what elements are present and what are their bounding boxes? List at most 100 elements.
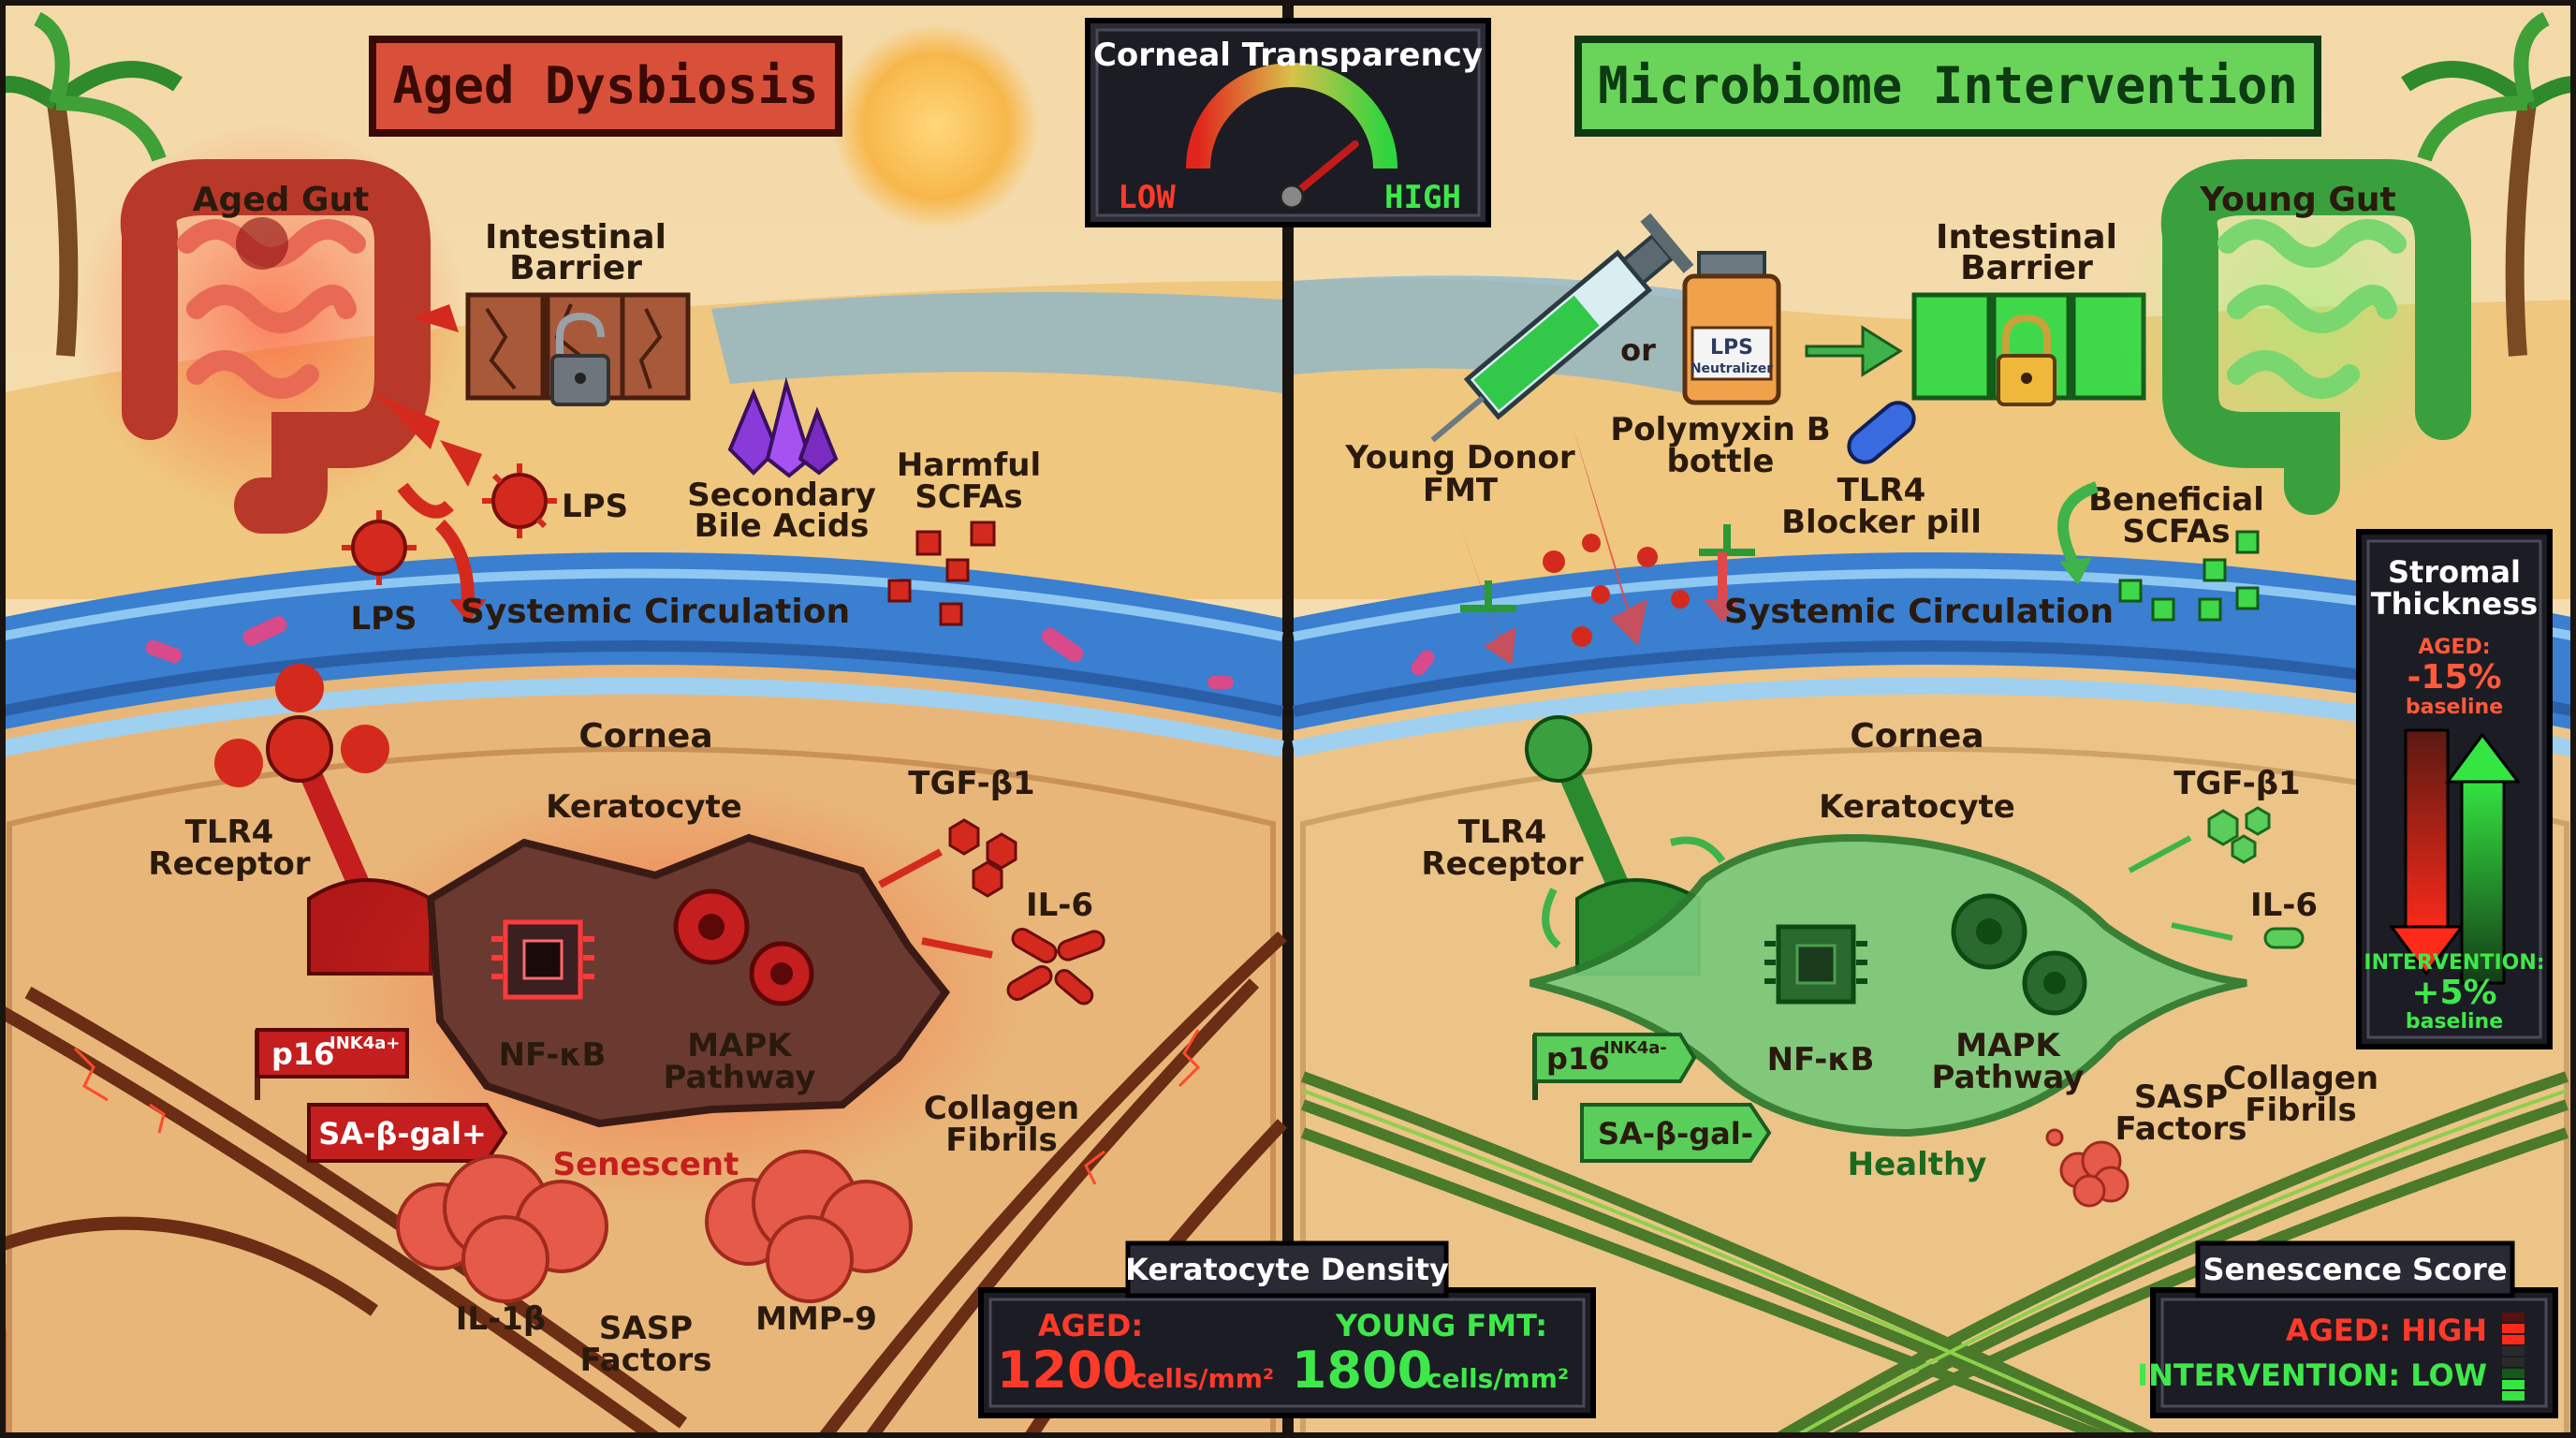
mapk-label: MAPK: [687, 1027, 793, 1064]
p16-label: p16: [271, 1036, 334, 1072]
circulating-particles: [145, 616, 1234, 689]
intestinal-barrier-label: Intestinal: [1936, 218, 2117, 257]
lps-neutralizer-bottle-icon: [1682, 251, 1781, 405]
secondary-bile-acids-label: Secondary: [687, 477, 875, 514]
keratocyte-density-panel: [978, 1240, 1596, 1418]
intestinal-barrier-label: Barrier: [509, 249, 642, 287]
mapk-label: Pathway: [664, 1059, 816, 1096]
harmful-scfas-label: Harmful: [897, 447, 1041, 484]
transparency-title: Corneal Transparency: [1093, 37, 1483, 74]
p16-superscript: INK4a-: [1603, 1038, 1667, 1058]
padlock-open-icon: [550, 312, 610, 406]
arrow-head: [2059, 557, 2092, 585]
stromal-intervention-value: +5%: [2411, 974, 2496, 1012]
p16-flag-icon: [1532, 1033, 1697, 1100]
p16-flag-icon: [255, 1028, 409, 1100]
tgf-b1-label: TGF-β1: [908, 765, 1034, 802]
lps-label: LPS: [350, 600, 417, 638]
beneficial-scfas-label: Beneficial: [2088, 481, 2264, 519]
nfkb-label: NF-κB: [499, 1036, 607, 1074]
stromal-intervention-label: INTERVENTION:: [2364, 951, 2544, 975]
density-fmt-unit: cells/mm²: [1427, 1363, 1569, 1394]
panel-divider: [1282, 0, 1294, 1438]
bottle-neutralizer-label: Neutralizer: [1690, 361, 1773, 376]
il-6-molecule-icon: [2263, 927, 2305, 949]
il-6-molecule-icon: [1006, 928, 1105, 1005]
blood-vessel-left: [0, 552, 1284, 757]
circulating-particles: [1411, 650, 1435, 676]
collagen-fibrils-right: [1300, 1071, 2569, 1438]
senescence-score-panel: [2150, 1240, 2558, 1418]
stromal-title: Thickness: [2371, 586, 2538, 622]
left-title-plaque: [369, 36, 842, 137]
palm-tree-icon: [2401, 11, 2576, 357]
aged-gut-label: Aged Gut: [193, 181, 370, 219]
density-aged-label: AGED:: [1038, 1308, 1143, 1343]
tgf-b1-molecule-icon: [2207, 806, 2271, 864]
right-title-plaque: [1574, 36, 2321, 137]
collagen-fibrils-label: Collagen: [924, 1090, 1079, 1127]
sasp-cloud-icon: [2045, 1128, 2130, 1208]
padlock-closed-icon: [1997, 314, 2056, 406]
arrow-icon: [2171, 922, 2233, 941]
il-6-label: IL-6: [1026, 887, 1093, 924]
tlr4-blocker-label: TLR4: [1837, 472, 1926, 509]
il-6-label: IL-6: [2250, 887, 2318, 924]
senescence-title: Senescence Score: [2203, 1252, 2507, 1287]
harmful-scfa-particles: [887, 521, 996, 626]
senescence-meter-icon: [2502, 1313, 2525, 1401]
sasp-factors-label: SASP: [599, 1310, 693, 1347]
sa-b-gal-label: SA-β-gal+: [318, 1116, 487, 1152]
density-fmt-value: 1800: [1292, 1341, 1432, 1400]
tlr4-receptor-icon: [1525, 715, 1701, 976]
young-donor-fmt-label: Young Donor: [1344, 439, 1575, 477]
lps-arrow-icon: [434, 520, 475, 600]
lps-particle-icon: [482, 463, 557, 538]
cornea-label: Cornea: [578, 717, 712, 756]
fibril-highlights: [1302, 1089, 2568, 1438]
tlr4-receptor-label: Receptor: [1421, 845, 1583, 883]
left-panel-title: Aged Dysbiosis: [392, 56, 818, 115]
cornea-label: Cornea: [1850, 717, 1983, 756]
tgf-b1-label: TGF-β1: [2174, 765, 2300, 802]
arrow-icon: [2057, 481, 2100, 574]
senescent-keratocyte-icon: [318, 777, 1030, 1208]
intestinal-barrier-label: Intestinal: [485, 218, 666, 257]
tlr4-receptor-label: Receptor: [148, 845, 310, 883]
bottle-lps-label: LPS: [1710, 336, 1753, 360]
secondary-bile-acids-label: Bile Acids: [695, 507, 870, 545]
beneficial-scfa-particles: [2118, 530, 2260, 622]
arrow-icon: [921, 937, 993, 959]
arrow-icon: [878, 848, 943, 888]
sa-b-gal-tag: [1580, 1103, 1772, 1163]
tlr4-receptor-label: TLR4: [1458, 814, 1547, 851]
beneficial-scfas-label: SCFAs: [2122, 513, 2230, 550]
tlr4-blocker-label: Blocker pill: [1781, 504, 1982, 541]
tgf-b1-molecule-icon: [948, 818, 1017, 898]
arrow-icon: [1669, 836, 1726, 864]
sasp-factors-label: SASP: [2134, 1078, 2228, 1116]
sa-b-gal-label: SA-β-gal-: [1598, 1116, 1753, 1152]
leak-arrow-icon: [374, 304, 482, 519]
collagen-fibrils-label: Fibrils: [945, 1122, 1058, 1159]
lps-particle-icon: [342, 510, 417, 585]
mapk-label: Pathway: [1932, 1059, 2085, 1096]
senescence-intervention-line: INTERVENTION: LOW: [2137, 1357, 2487, 1393]
density-aged-value: 1200: [997, 1341, 1137, 1400]
stromal-intervention-unit: baseline: [2406, 1010, 2503, 1034]
or-label: or: [1620, 332, 1656, 368]
collagen-fibrils-label: Collagen: [2223, 1060, 2378, 1097]
young-gut-icon: [2115, 131, 2490, 515]
healthy-label: Healthy: [1848, 1146, 1987, 1183]
sasp-cloud-icon: [396, 1154, 608, 1303]
gauge-needle: [1288, 139, 1359, 200]
intestinal-barrier-label: Barrier: [1960, 249, 2093, 287]
aged-gut-icon: [75, 122, 468, 534]
sasp-factors-label: Factors: [580, 1342, 712, 1379]
systemic-circulation-label: Systemic Circulation: [1724, 593, 2114, 631]
p16-label: p16: [1546, 1041, 1609, 1077]
stromal-aged-unit: baseline: [2406, 696, 2503, 719]
corneal-transparency-gauge: [1085, 18, 1491, 227]
stromal-title: Stromal: [2388, 554, 2521, 590]
